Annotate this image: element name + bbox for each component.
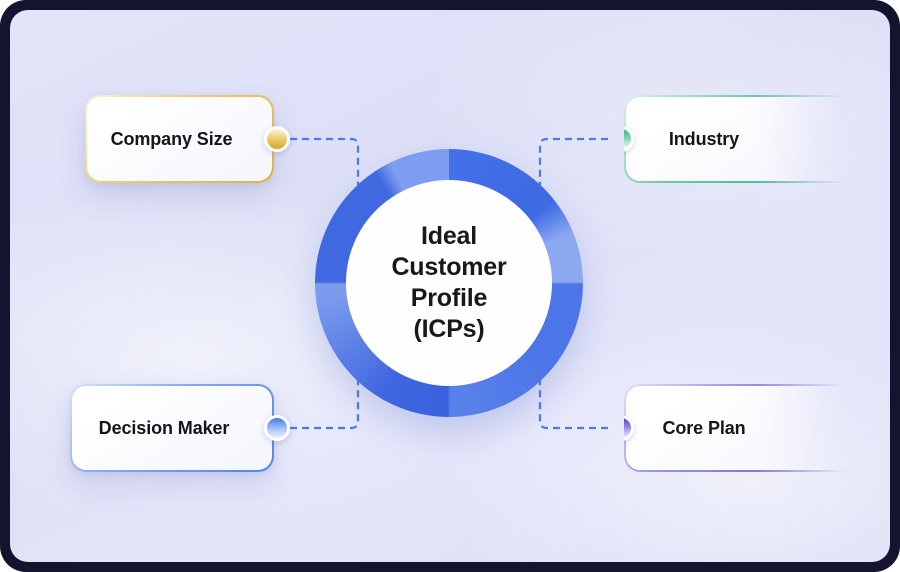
node-core-plan-label: Core Plan xyxy=(662,417,746,438)
decision-maker-port-dot xyxy=(264,415,290,441)
hub-title-line: Profile xyxy=(410,284,488,312)
node-decision-maker-label: Decision Maker xyxy=(98,417,230,438)
node-decision-maker[interactable]: Decision Maker xyxy=(70,384,290,472)
company-size-port-dot xyxy=(264,126,290,152)
hub-title-line: (ICPs) xyxy=(413,315,485,343)
node-company-size-label: Company Size xyxy=(110,128,233,149)
node-industry-label: Industry xyxy=(668,128,740,149)
center-hub: Ideal Customer Profile (ICPs) xyxy=(346,180,552,386)
center-ring[interactable]: Ideal Customer Profile (ICPs) xyxy=(315,149,583,417)
node-core-plan[interactable]: Core Plan xyxy=(608,384,862,472)
hub-title-line: Customer xyxy=(391,253,507,281)
node-industry[interactable]: Industry xyxy=(608,95,862,183)
hub-title-line: Ideal xyxy=(421,222,477,250)
node-company-size[interactable]: Company Size xyxy=(85,95,290,183)
